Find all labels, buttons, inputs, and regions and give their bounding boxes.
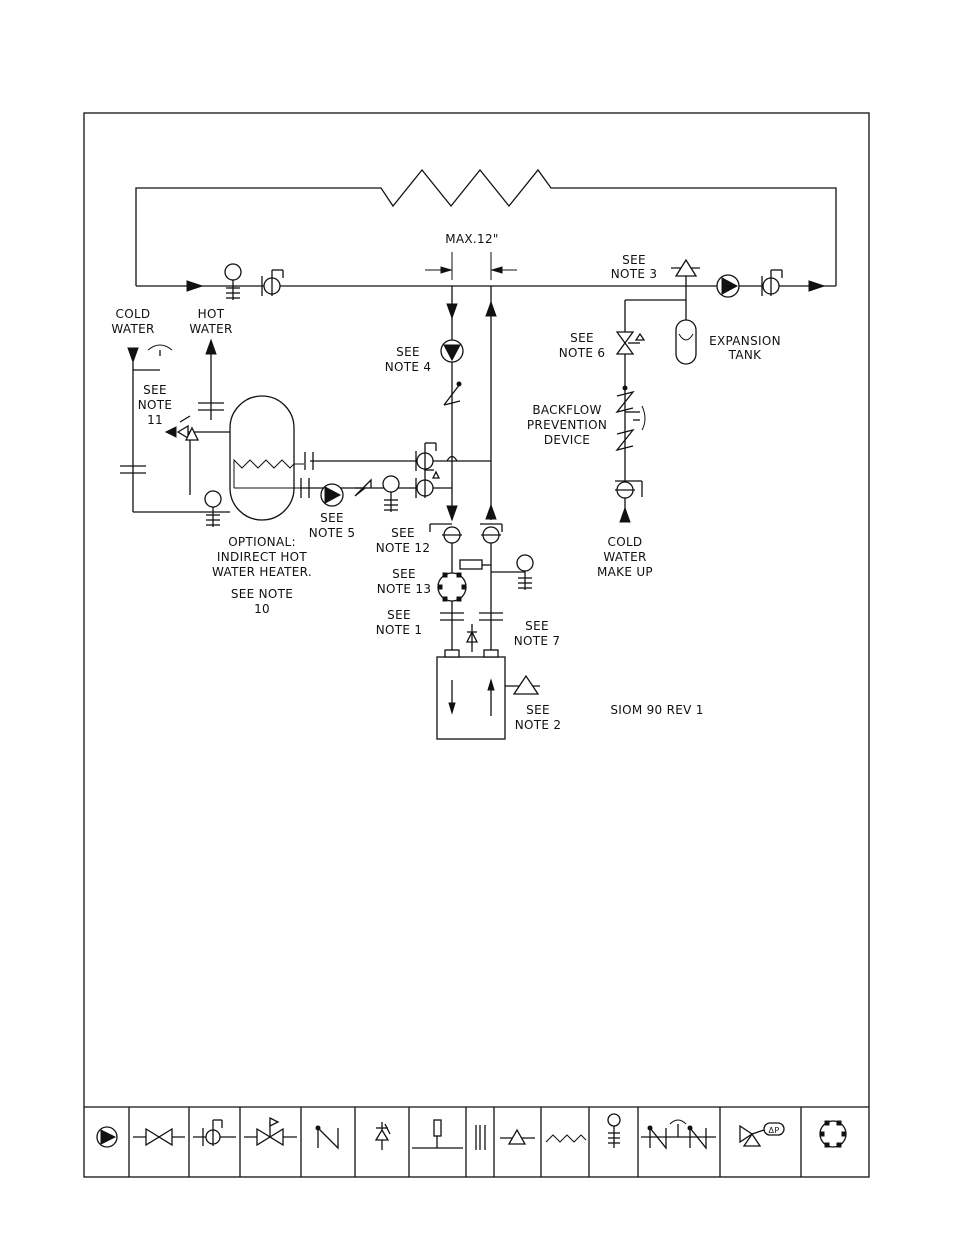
- revision-label: SIOM 90 REV 1: [610, 703, 703, 717]
- thermometer-center-icon: [383, 476, 399, 512]
- isolation-valve-return: [480, 524, 502, 543]
- legend-gate-valve-icon: [133, 1129, 185, 1145]
- note11-label: SEE: [143, 383, 167, 397]
- svg-text:NOTE 13: NOTE 13: [377, 582, 432, 596]
- note10-label: SEE NOTE: [231, 587, 293, 601]
- note1-label: SEE: [387, 608, 411, 622]
- svg-text:WATER: WATER: [603, 550, 646, 564]
- boiler-icon: [437, 650, 505, 739]
- legend-strainer-icon: [820, 1121, 846, 1147]
- mixing-valve-icon: [166, 416, 230, 495]
- thermometer-icon: [225, 264, 241, 300]
- svg-text:WATER: WATER: [111, 322, 154, 336]
- legend-relief-valve-icon: [376, 1122, 390, 1150]
- svg-text:DEVICE: DEVICE: [544, 433, 590, 447]
- note5-label: SEE: [320, 511, 344, 525]
- svg-text:NOTE 7: NOTE 7: [514, 634, 561, 648]
- hot-water-label: HOT: [198, 307, 225, 321]
- heater-isolation-valve-lower: [416, 470, 439, 498]
- legend-union-icon: [476, 1125, 485, 1150]
- air-vent-icon: [671, 260, 700, 320]
- legend-pressure-reducing-valve-icon: [244, 1118, 297, 1145]
- legend-thermometer-icon: [608, 1114, 620, 1148]
- symbol-legend: ΔP: [97, 1107, 846, 1177]
- flow-arrow-right: [809, 281, 824, 291]
- isolation-valve-right-icon: [762, 270, 782, 296]
- pump-heater-icon: [321, 484, 343, 506]
- legend-low-water-cutoff-icon: [412, 1120, 463, 1148]
- note6-label: SEE: [570, 331, 594, 345]
- isolation-valve-icon: [262, 270, 283, 296]
- pump-center-icon: [441, 340, 463, 362]
- main-loop-piping: [136, 170, 836, 286]
- pressure-reducing-valve-icon: [617, 332, 644, 354]
- svg-text:NOTE 1: NOTE 1: [376, 623, 423, 637]
- legend-air-vent-icon: [500, 1130, 535, 1144]
- air-vent-boiler-icon: [505, 676, 540, 694]
- strainer-icon: [438, 573, 466, 601]
- optional-heater-label: OPTIONAL:: [228, 535, 296, 549]
- legend-flow-check-valve-icon: [193, 1120, 236, 1146]
- flow-arrow-left: [187, 281, 202, 291]
- svg-text:NOTE 3: NOTE 3: [611, 267, 658, 281]
- svg-text:TANK: TANK: [728, 348, 762, 362]
- heater-isolation-valve-upper: [416, 443, 436, 471]
- svg-text:WATER: WATER: [189, 322, 232, 336]
- note3-label: SEE: [622, 253, 646, 267]
- backflow-preventer-icon: [617, 392, 645, 450]
- thermometer-heater-icon: [205, 491, 221, 527]
- expansion-tank-label: EXPANSION: [709, 334, 781, 348]
- cold-water-makeup-label: COLD: [608, 535, 643, 549]
- note12-label: SEE: [391, 526, 415, 540]
- legend-heat-exchanger-icon: [546, 1135, 586, 1142]
- legend-dp-label: ΔP: [769, 1126, 780, 1135]
- legend-pump-icon: [97, 1127, 117, 1147]
- pump-right-icon: [717, 275, 739, 297]
- note13-label: SEE: [392, 567, 416, 581]
- svg-text:10: 10: [254, 602, 270, 616]
- legend-mixing-valve-icon: ΔP: [740, 1123, 784, 1146]
- svg-text:11: 11: [147, 413, 163, 427]
- note4-label: SEE: [396, 345, 420, 359]
- svg-text:INDIRECT HOT: INDIRECT HOT: [217, 550, 308, 564]
- makeup-isolation-valve-icon: [615, 481, 642, 498]
- low-water-cutoff-icon: [460, 560, 491, 569]
- svg-text:PREVENTION: PREVENTION: [527, 418, 607, 432]
- vacuum-breaker-icon: [148, 345, 172, 350]
- svg-text:NOTE 2: NOTE 2: [515, 718, 562, 732]
- legend-backflow-preventer-icon: [641, 1120, 716, 1148]
- isolation-valve-supply: [430, 524, 462, 543]
- unions-boiler: [440, 613, 503, 620]
- indirect-water-heater-icon: [230, 396, 304, 520]
- svg-text:MAKE UP: MAKE UP: [597, 565, 653, 579]
- backflow-label: BACKFLOW: [532, 403, 601, 417]
- note2-label: SEE: [526, 703, 550, 717]
- cold-water-label: COLD: [116, 307, 151, 321]
- svg-text:NOTE: NOTE: [138, 398, 173, 412]
- svg-text:NOTE 12: NOTE 12: [376, 541, 431, 555]
- svg-text:NOTE 5: NOTE 5: [309, 526, 356, 540]
- diagram-border: [84, 113, 869, 1177]
- svg-text:NOTE 6: NOTE 6: [559, 346, 606, 360]
- expansion-tank-icon: [676, 320, 696, 364]
- note7-label: SEE: [525, 619, 549, 633]
- svg-text:NOTE 4: NOTE 4: [385, 360, 432, 374]
- legend-check-valve-icon: [316, 1126, 338, 1148]
- svg-text:WATER HEATER.: WATER HEATER.: [212, 565, 312, 579]
- thermometer-boiler-icon: [491, 555, 533, 590]
- relief-valve-icon: [467, 624, 477, 652]
- max-12-label: MAX.12": [445, 232, 499, 246]
